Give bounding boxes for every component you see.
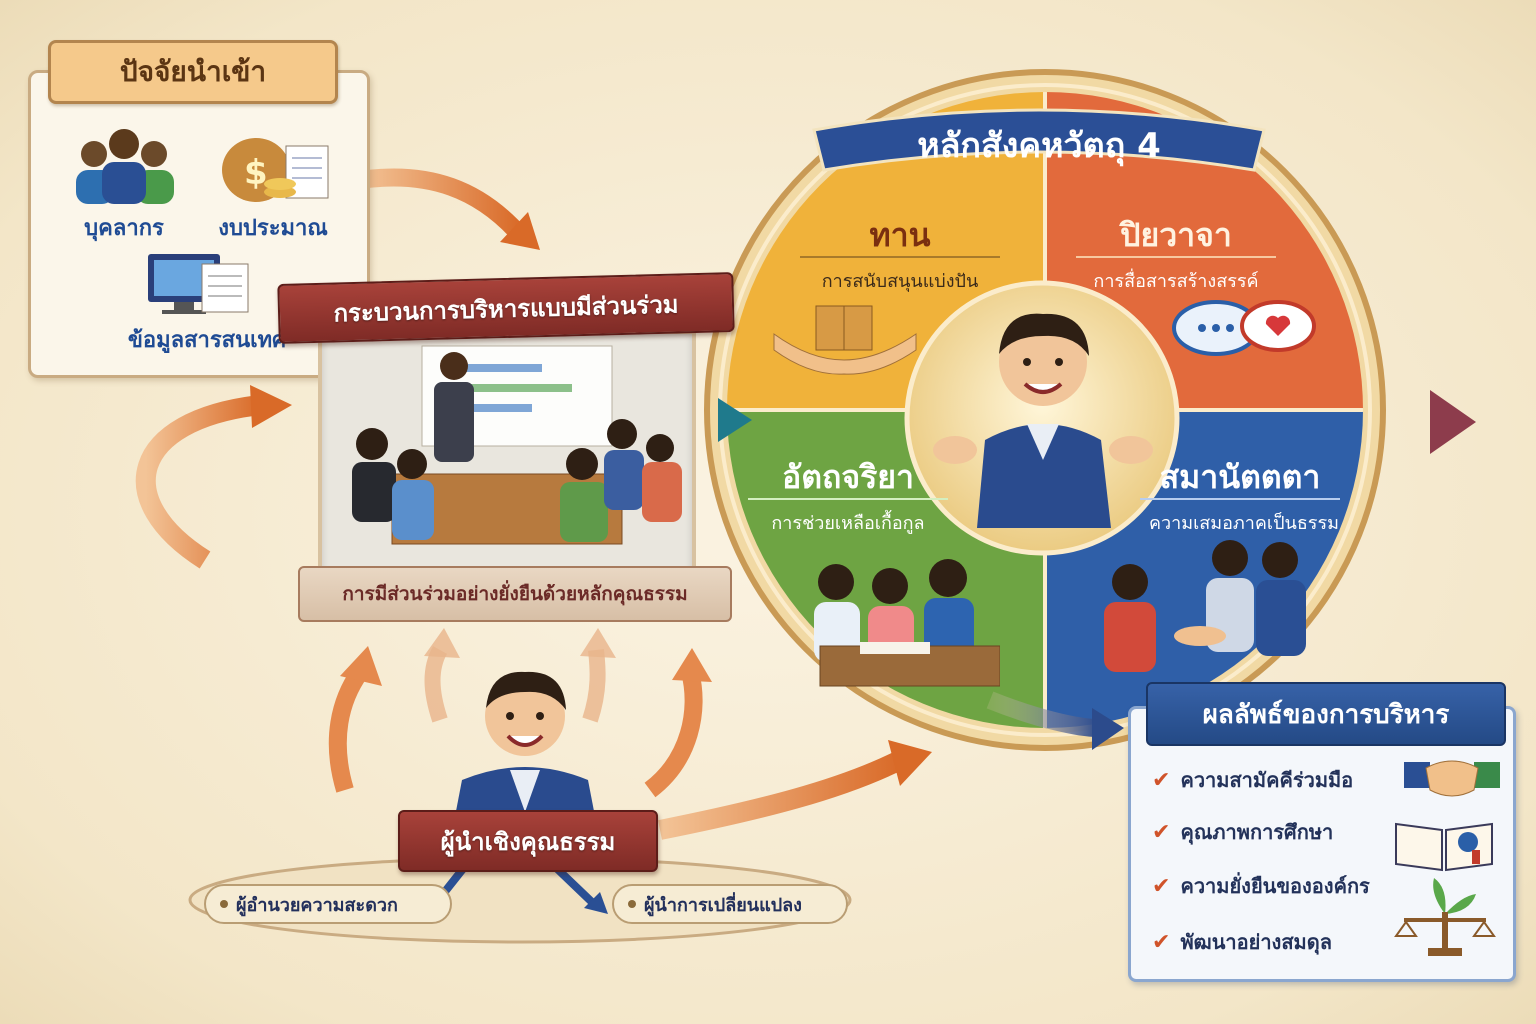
handshake-icon <box>1404 748 1500 806</box>
principles-title: หลักสังคหวัตถุ 4 <box>917 126 1161 166</box>
divider <box>800 256 1000 258</box>
results-title: ผลลัพธ์ของการบริหาร <box>1146 682 1506 746</box>
balance-scale-icon <box>1390 874 1500 958</box>
results-panel <box>1128 706 1516 982</box>
quadrant-desc-samanattata: ความเสมอภาคเป็นธรรม <box>1148 513 1340 534</box>
inputs-item-information: ข้อมูลสารสนเทศ <box>127 328 287 353</box>
check-icon: ✔ <box>1152 767 1171 793</box>
result-item: ✔ คุณภาพการศึกษา <box>1152 816 1333 848</box>
quadrant-desc-tan: การสนับสนุนแบ่งปัน <box>821 271 979 292</box>
center-leader-circle <box>904 280 1180 556</box>
bullet-dot <box>220 900 228 908</box>
book-icon <box>1392 816 1496 872</box>
svg-text:$: $ <box>244 153 268 193</box>
process-caption: การมีส่วนร่วมอย่างยั่งยืนด้วยหลักคุณธรรม <box>298 566 732 622</box>
check-icon: ✔ <box>1152 929 1171 955</box>
speech-bubbles-icon <box>1168 296 1328 368</box>
process-title: กระบวนการบริหารแบบมีส่วนร่วม <box>277 272 735 344</box>
result-item-label: คุณภาพการศึกษา <box>1180 820 1334 844</box>
divider <box>1140 498 1340 500</box>
result-item: ✔ พัฒนาอย่างสมดุล <box>1152 926 1332 958</box>
divider <box>1076 256 1276 258</box>
quadrant-desc-atthacariya: การช่วยเหลือเกื้อกูล <box>771 513 925 534</box>
center-leader-figure <box>925 300 1161 532</box>
helping-people-illustration <box>800 546 1001 696</box>
inputs-item-budget: งบประมาณ <box>218 216 328 241</box>
quadrant-title-atthacariya: อัตถจริยา <box>781 458 915 496</box>
budget-icon: $ <box>214 120 334 204</box>
arrow-inputs-to-process <box>358 168 527 242</box>
inputs-title: ปัจจัยนำเข้า <box>48 40 338 104</box>
leader-figure <box>432 662 618 832</box>
quadrant-title-samanattata: สมานัตตตา <box>1159 458 1321 496</box>
arrow-head <box>500 212 540 250</box>
leader-role-change-agent-label: ผู้นำการเปลี่ยนแปลง <box>644 894 802 916</box>
check-icon: ✔ <box>1152 873 1171 899</box>
divider <box>748 498 948 500</box>
quadrant-title-piyawaja: ปิยวาจา <box>1120 216 1232 254</box>
arrow-leader-up-1 <box>328 666 368 793</box>
handshake-people-illustration <box>1090 540 1320 690</box>
result-item-label: ความยั่งยืนขององค์กร <box>1180 874 1370 898</box>
computer-icon <box>144 250 264 316</box>
leader-role-facilitator: ผู้อำนวยความสะดวก <box>204 884 452 924</box>
leader-role-change-agent: ผู้นำการเปลี่ยนแปลง <box>612 884 848 924</box>
process-meeting-illustration <box>318 330 696 578</box>
result-item: ✔ ความยั่งยืนขององค์กร <box>1152 870 1370 902</box>
quadrant-title-tan: ทาน <box>869 216 931 254</box>
result-item-label: พัฒนาอย่างสมดุล <box>1180 930 1332 954</box>
arrow-to-results <box>986 691 1099 737</box>
result-item: ✔ ความสามัคคีร่วมมือ <box>1152 764 1353 796</box>
quadrant-desc-piyawaja: การสื่อสารสร้างสรรค์ <box>1093 271 1259 292</box>
check-icon: ✔ <box>1152 819 1171 845</box>
leader-title: ผู้นำเชิงคุณธรรม <box>398 810 658 872</box>
inputs-item-personnel: บุคลากร <box>84 216 164 241</box>
principles-title-banner: หลักสังคหวัตถุ 4 <box>804 96 1274 180</box>
arrow-cycle-left <box>135 395 262 569</box>
result-item-label: ความสามัคคีร่วมมือ <box>1180 768 1354 792</box>
leader-role-facilitator-label: ผู้อำนวยความสะดวก <box>236 894 398 916</box>
people-icon <box>66 124 182 204</box>
giving-hands-icon <box>770 300 920 376</box>
bullet-dot <box>628 900 636 908</box>
arrow-leader-to-circle <box>658 751 905 840</box>
